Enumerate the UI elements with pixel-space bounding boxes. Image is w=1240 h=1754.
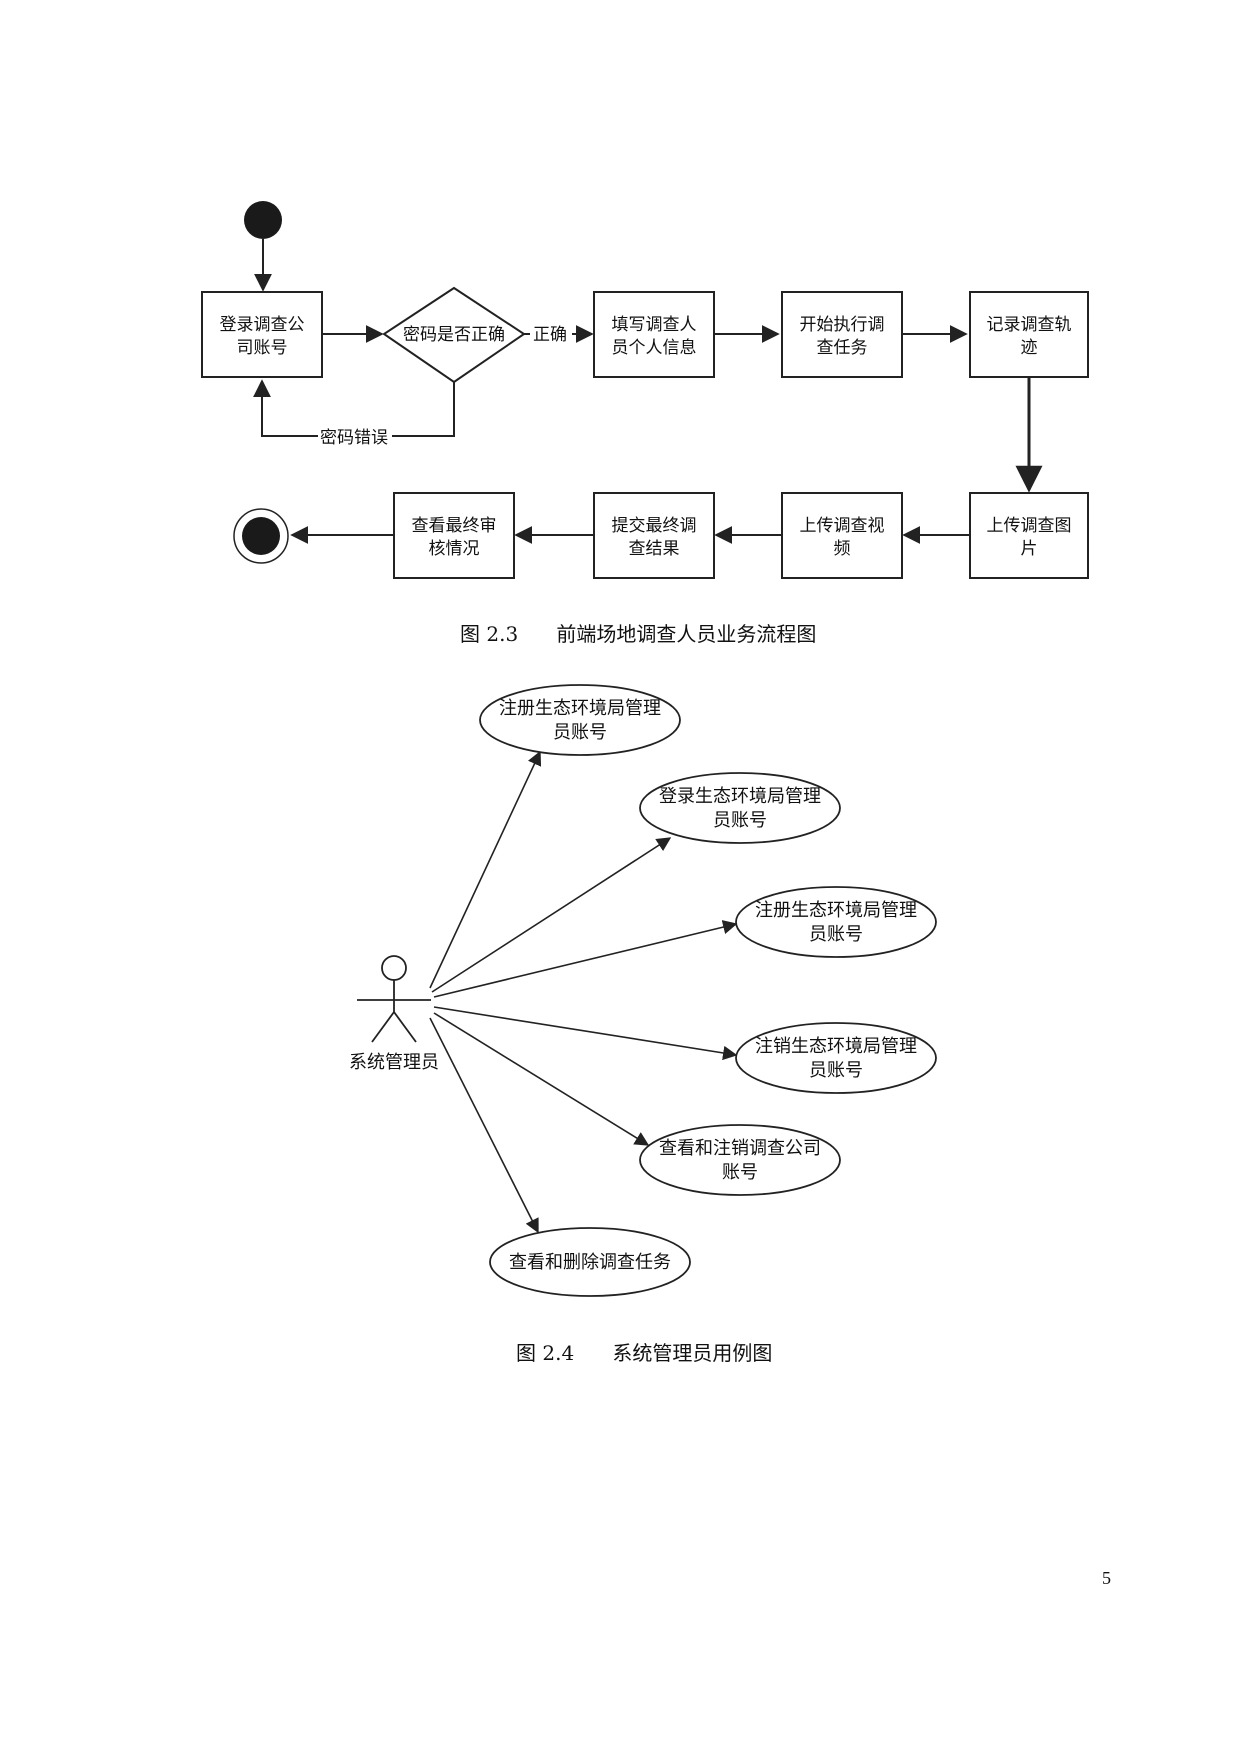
box-upload-video: 上传调查视 频 xyxy=(781,492,903,579)
use-case-2-line2: 员账号 xyxy=(713,810,767,831)
use-case-1: 注册生态环境局管理 员账号 xyxy=(479,684,681,756)
use-case-3-line1: 注册生态环境局管理 xyxy=(755,900,917,921)
svg-text:员账号: 员账号 xyxy=(809,1060,863,1081)
use-case-1-line1: 注册生态环境局管理 xyxy=(499,698,661,719)
svg-text:员账号: 员账号 xyxy=(713,810,767,831)
svg-text:开始执行调: 开始执行调 xyxy=(800,315,885,335)
use-case-1-line2: 员账号 xyxy=(553,722,607,743)
decision-password: 密码是否正确 xyxy=(382,286,526,384)
end-node xyxy=(233,508,289,564)
box-fill-info-line2: 员个人信息 xyxy=(612,338,697,358)
caption-2-4-number: 图 2.4 xyxy=(516,1341,575,1365)
flowchart: 登录调查公 司账号 密码是否正确 正确 密码错误 填写调查人 员个人信息 开始执… xyxy=(201,201,1089,579)
box-start-task: 开始执行调 查任务 xyxy=(781,291,903,378)
svg-text:注册生态环境局管理: 注册生态环境局管理 xyxy=(755,900,917,921)
caption-figure-2-3: 图 2.3 前端场地调查人员业务流程图 xyxy=(460,618,816,647)
assoc-uc2 xyxy=(431,837,672,993)
decision-label: 密码是否正确 xyxy=(403,325,505,345)
use-case-diagram: 系统管理员 注册生态环境局管理 员账号 登录生态环境局管理 员账号 注册生态环境… xyxy=(349,684,937,1297)
svg-text:查看和注销调查公司: 查看和注销调查公司 xyxy=(659,1138,821,1159)
box-start-task-line2: 查任务 xyxy=(817,338,868,358)
svg-text:频: 频 xyxy=(834,539,851,559)
assoc-uc6 xyxy=(429,1017,539,1234)
assoc-uc5 xyxy=(433,1012,650,1146)
svg-text:上传调查视: 上传调查视 xyxy=(800,516,885,536)
use-case-6: 查看和删除调查任务 xyxy=(489,1227,691,1297)
svg-text:查看最终审: 查看最终审 xyxy=(412,516,497,536)
use-case-4-line2: 员账号 xyxy=(809,1060,863,1081)
svg-text:提交最终调: 提交最终调 xyxy=(612,516,697,536)
svg-text:员账号: 员账号 xyxy=(553,722,607,743)
svg-text:迹: 迹 xyxy=(1021,338,1038,358)
box-view-review-line1: 查看最终审 xyxy=(412,516,497,536)
start-node xyxy=(244,201,282,239)
box-submit-result: 提交最终调 查结果 xyxy=(593,492,715,579)
svg-text:注册生态环境局管理: 注册生态环境局管理 xyxy=(499,698,661,719)
use-case-3-line2: 员账号 xyxy=(809,924,863,945)
svg-text:核情况: 核情况 xyxy=(429,539,480,559)
svg-text:员账号: 员账号 xyxy=(809,924,863,945)
use-case-5-line2: 账号 xyxy=(722,1162,758,1183)
assoc-uc3 xyxy=(433,920,738,998)
box-submit-result-line2: 查结果 xyxy=(629,539,680,559)
svg-text:上传调查图: 上传调查图 xyxy=(987,516,1072,536)
use-case-5-line1: 查看和注销调查公司 xyxy=(659,1138,821,1159)
svg-text:登录调查公: 登录调查公 xyxy=(220,315,305,335)
svg-text:查结果: 查结果 xyxy=(629,539,680,559)
box-upload-video-line2: 频 xyxy=(834,539,851,559)
box-record-track-line1: 记录调查轨 xyxy=(987,315,1072,335)
caption-2-3-number: 图 2.3 xyxy=(460,622,519,646)
svg-text:记录调查轨: 记录调查轨 xyxy=(987,315,1072,335)
svg-text:登录生态环境局管理: 登录生态环境局管理 xyxy=(659,786,821,807)
page-number: 5 xyxy=(1102,1568,1111,1588)
assoc-uc1 xyxy=(429,750,542,989)
caption-2-3-text: 前端场地调查人员业务流程图 xyxy=(556,622,817,646)
use-case-6-line1: 查看和删除调查任务 xyxy=(509,1252,671,1273)
box-login: 登录调查公 司账号 xyxy=(201,291,323,378)
box-upload-video-line1: 上传调查视 xyxy=(800,516,885,536)
use-case-2-line1: 登录生态环境局管理 xyxy=(659,786,821,807)
svg-text:注销生态环境局管理: 注销生态环境局管理 xyxy=(755,1036,917,1057)
svg-text:片: 片 xyxy=(1021,539,1038,559)
box-record-track-line2: 迹 xyxy=(1021,338,1038,358)
box-view-review: 查看最终审 核情况 xyxy=(393,492,515,579)
actor-label: 系统管理员 xyxy=(349,1052,439,1073)
svg-text:员个人信息: 员个人信息 xyxy=(612,338,697,358)
svg-text:查任务: 查任务 xyxy=(817,338,868,358)
box-record-track: 记录调查轨 迹 xyxy=(969,291,1089,378)
box-login-line2: 司账号 xyxy=(237,338,288,358)
caption-2-4-text: 系统管理员用例图 xyxy=(612,1341,773,1365)
use-case-5: 查看和注销调查公司 账号 xyxy=(639,1124,841,1196)
edge-label-wrong: 密码错误 xyxy=(320,428,388,448)
box-start-task-line1: 开始执行调 xyxy=(800,315,885,335)
svg-text:填写调查人: 填写调查人 xyxy=(612,315,697,335)
box-fill-info-line1: 填写调查人 xyxy=(612,315,697,335)
box-fill-info: 填写调查人 员个人信息 xyxy=(593,291,715,378)
svg-text:账号: 账号 xyxy=(722,1162,758,1183)
edge-label-correct: 正确 xyxy=(533,325,567,345)
svg-text:司账号: 司账号 xyxy=(237,338,288,358)
use-case-2: 登录生态环境局管理 员账号 xyxy=(639,772,841,844)
use-case-4: 注销生态环境局管理 员账号 xyxy=(735,1022,937,1094)
box-upload-image-line2: 片 xyxy=(1021,539,1038,559)
actor-stick-figure xyxy=(357,955,431,1043)
box-upload-image: 上传调查图 片 xyxy=(969,492,1089,579)
use-case-3: 注册生态环境局管理 员账号 xyxy=(735,886,937,958)
caption-figure-2-4: 图 2.4 系统管理员用例图 xyxy=(516,1337,772,1366)
box-upload-image-line1: 上传调查图 xyxy=(987,516,1072,536)
box-login-line1: 登录调查公 xyxy=(220,315,305,335)
svg-text:查看和删除调查任务: 查看和删除调查任务 xyxy=(509,1252,671,1273)
box-submit-result-line1: 提交最终调 xyxy=(612,516,697,536)
use-case-4-line1: 注销生态环境局管理 xyxy=(755,1036,917,1057)
assoc-uc4 xyxy=(433,1006,738,1061)
box-view-review-line2: 核情况 xyxy=(429,539,480,559)
